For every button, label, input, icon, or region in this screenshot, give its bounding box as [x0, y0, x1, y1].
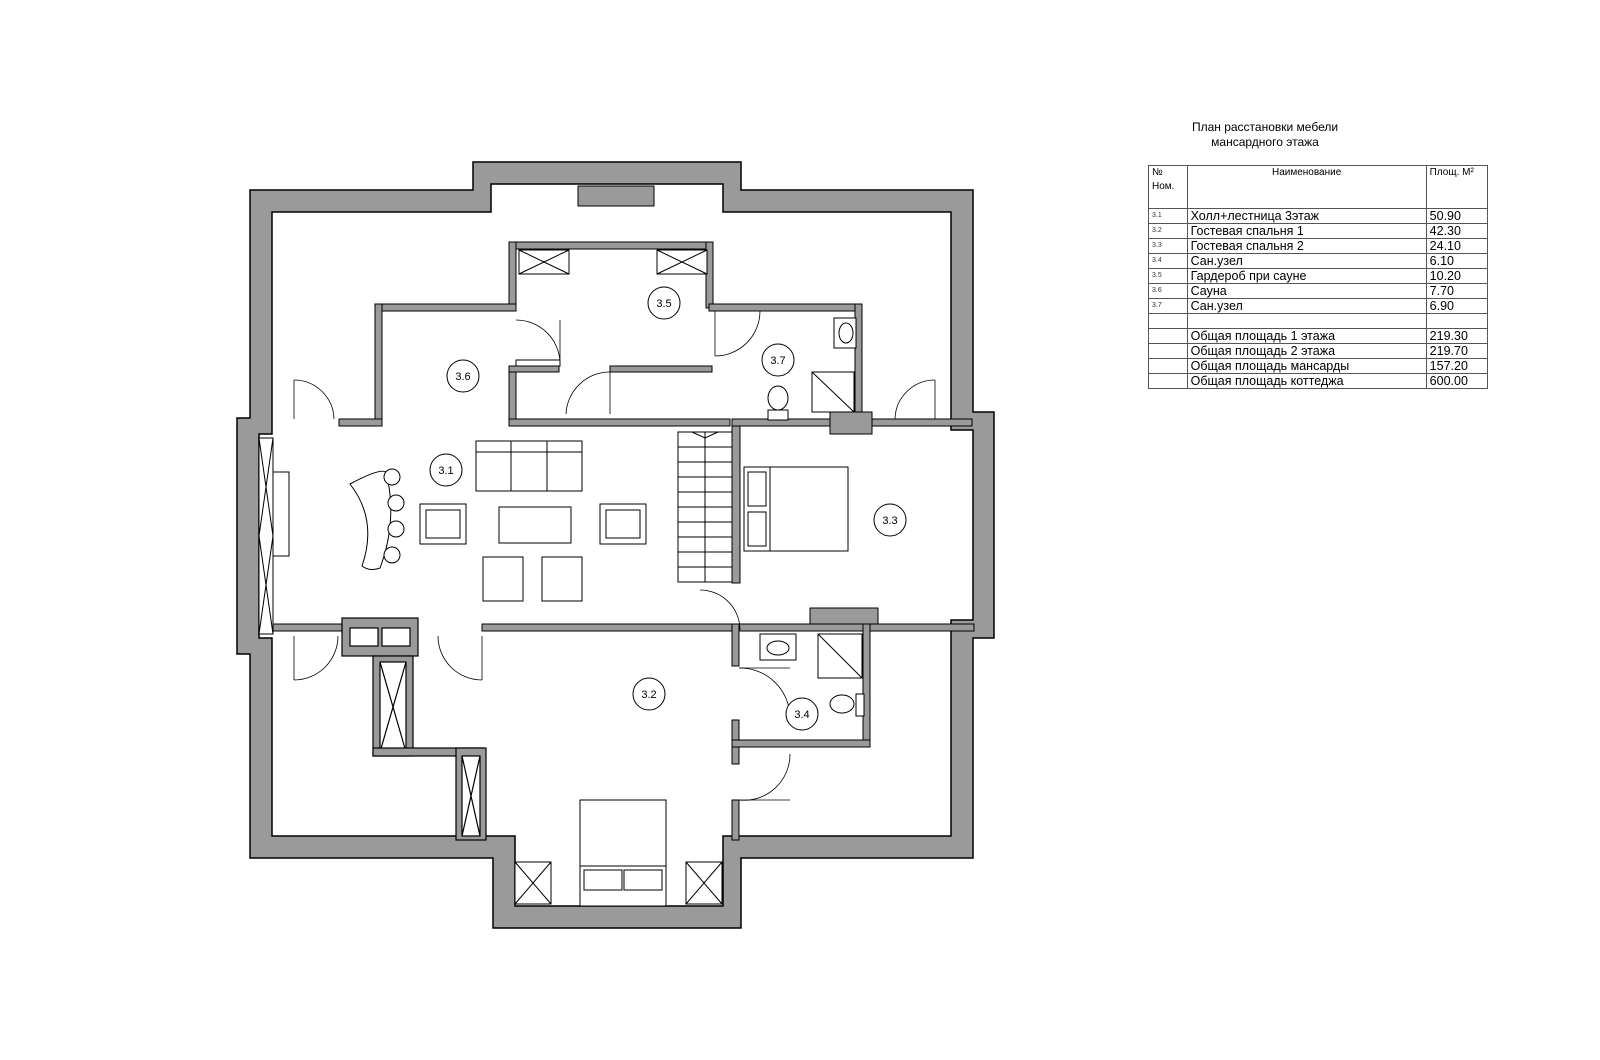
table-spacer-row [1148, 313, 1489, 329]
room-schedule-table: № Ном. Наименование Площ. М² 3.1 Холл+ле… [1148, 165, 1489, 389]
schedule-header-row: № Ном. Наименование Площ. М² [1148, 165, 1489, 209]
total-row: Общая площадь мансарды 157.20 [1148, 358, 1489, 374]
room-marker-3-7: 3.7 [761, 343, 795, 377]
room-area: 6.10 [1425, 253, 1489, 269]
svg-text:3.6: 3.6 [455, 371, 470, 383]
total-row: Общая площадь коттеджа 600.00 [1148, 373, 1489, 389]
hall-furniture [349, 440, 647, 602]
table-row: 3.7 Сан.узел 6.90 [1148, 298, 1489, 314]
total-area: 219.30 [1425, 328, 1489, 344]
room-number: 3.1 [1148, 208, 1188, 224]
total-name: Общая площадь мансарды [1186, 358, 1427, 374]
room-marker-3-3: 3.3 [873, 503, 907, 537]
room-marker-3-5: 3.5 [647, 286, 681, 320]
room-name: Гардероб при сауне [1186, 268, 1427, 284]
room-number: 3.4 [1148, 253, 1188, 269]
room-marker-3-4: 3.4 [785, 697, 819, 731]
total-row: Общая площадь 2 этажа 219.70 [1148, 343, 1489, 359]
room-number: 3.2 [1148, 223, 1188, 239]
room-name: Сан.узел [1186, 298, 1427, 314]
room-marker-3-1: 3.1 [429, 453, 463, 487]
room-markers: 3.1 3.2 3.3 3.4 3.5 3.6 3.7 [429, 286, 907, 731]
svg-text:3.5: 3.5 [656, 298, 671, 310]
table-row: 3.4 Сан.узел 6.10 [1148, 253, 1489, 269]
bath-3-4-fixtures [759, 633, 865, 717]
header-number: № Ном. [1148, 165, 1188, 209]
door-swings [293, 310, 936, 801]
room-number: 3.6 [1148, 283, 1188, 299]
window-left [258, 437, 290, 635]
total-area: 157.20 [1425, 358, 1489, 374]
room-area: 10.20 [1425, 268, 1489, 284]
table-row: 3.1 Холл+лестница 3этаж 50.90 [1148, 208, 1489, 224]
shaft-boxes [514, 249, 723, 905]
svg-text:3.3: 3.3 [882, 515, 897, 527]
room-number: 3.3 [1148, 238, 1188, 254]
room-number: 3.5 [1148, 268, 1188, 284]
room-number: 3.7 [1148, 298, 1188, 314]
table-row: 3.5 Гардероб при сауне 10.20 [1148, 268, 1489, 284]
bed-bedroom-2 [743, 466, 849, 552]
exterior-wall [236, 161, 995, 929]
total-name: Общая площадь 2 этажа [1186, 343, 1427, 359]
interior-walls [271, 241, 975, 841]
svg-text:3.2: 3.2 [641, 689, 656, 701]
svg-text:3.4: 3.4 [794, 709, 809, 721]
room-name: Сауна [1186, 283, 1427, 299]
bed-bedroom-1 [579, 799, 667, 907]
svg-text:3.7: 3.7 [770, 355, 785, 367]
legend-title-line-1: План расстановки мебели [1191, 120, 1339, 134]
svg-text:3.1: 3.1 [438, 465, 453, 477]
room-name: Гостевая спальня 2 [1186, 238, 1427, 254]
legend-title-line-2: мансардного этажа [1211, 135, 1319, 149]
wardrobe-left [341, 617, 487, 841]
table-row: 3.2 Гостевая спальня 1 42.30 [1148, 223, 1489, 239]
total-row: Общая площадь 1 этажа 219.30 [1148, 328, 1489, 344]
room-area: 50.90 [1425, 208, 1489, 224]
staircase [677, 431, 733, 583]
header-area: Площ. М² [1425, 165, 1489, 209]
table-row: 3.3 Гостевая спальня 2 24.10 [1148, 238, 1489, 254]
total-area: 600.00 [1425, 373, 1489, 389]
header-name: Наименование [1186, 165, 1427, 209]
room-name: Сан.узел [1186, 253, 1427, 269]
total-name: Общая площадь 1 этажа [1186, 328, 1427, 344]
room-area: 42.30 [1425, 223, 1489, 239]
room-area: 7.70 [1425, 283, 1489, 299]
total-area: 219.70 [1425, 343, 1489, 359]
total-name: Общая площадь коттеджа [1186, 373, 1427, 389]
legend-title: План расстановки мебели мансардного этаж… [1150, 120, 1380, 150]
room-name: Гостевая спальня 1 [1186, 223, 1427, 239]
room-area: 24.10 [1425, 238, 1489, 254]
room-marker-3-6: 3.6 [446, 359, 480, 393]
table-row: 3.6 Сауна 7.70 [1148, 283, 1489, 299]
room-area: 6.90 [1425, 298, 1489, 314]
room-marker-3-2: 3.2 [632, 677, 666, 711]
room-name: Холл+лестница 3этаж [1186, 208, 1427, 224]
bath-3-7-fixtures [767, 317, 857, 421]
vent-block [577, 185, 655, 207]
